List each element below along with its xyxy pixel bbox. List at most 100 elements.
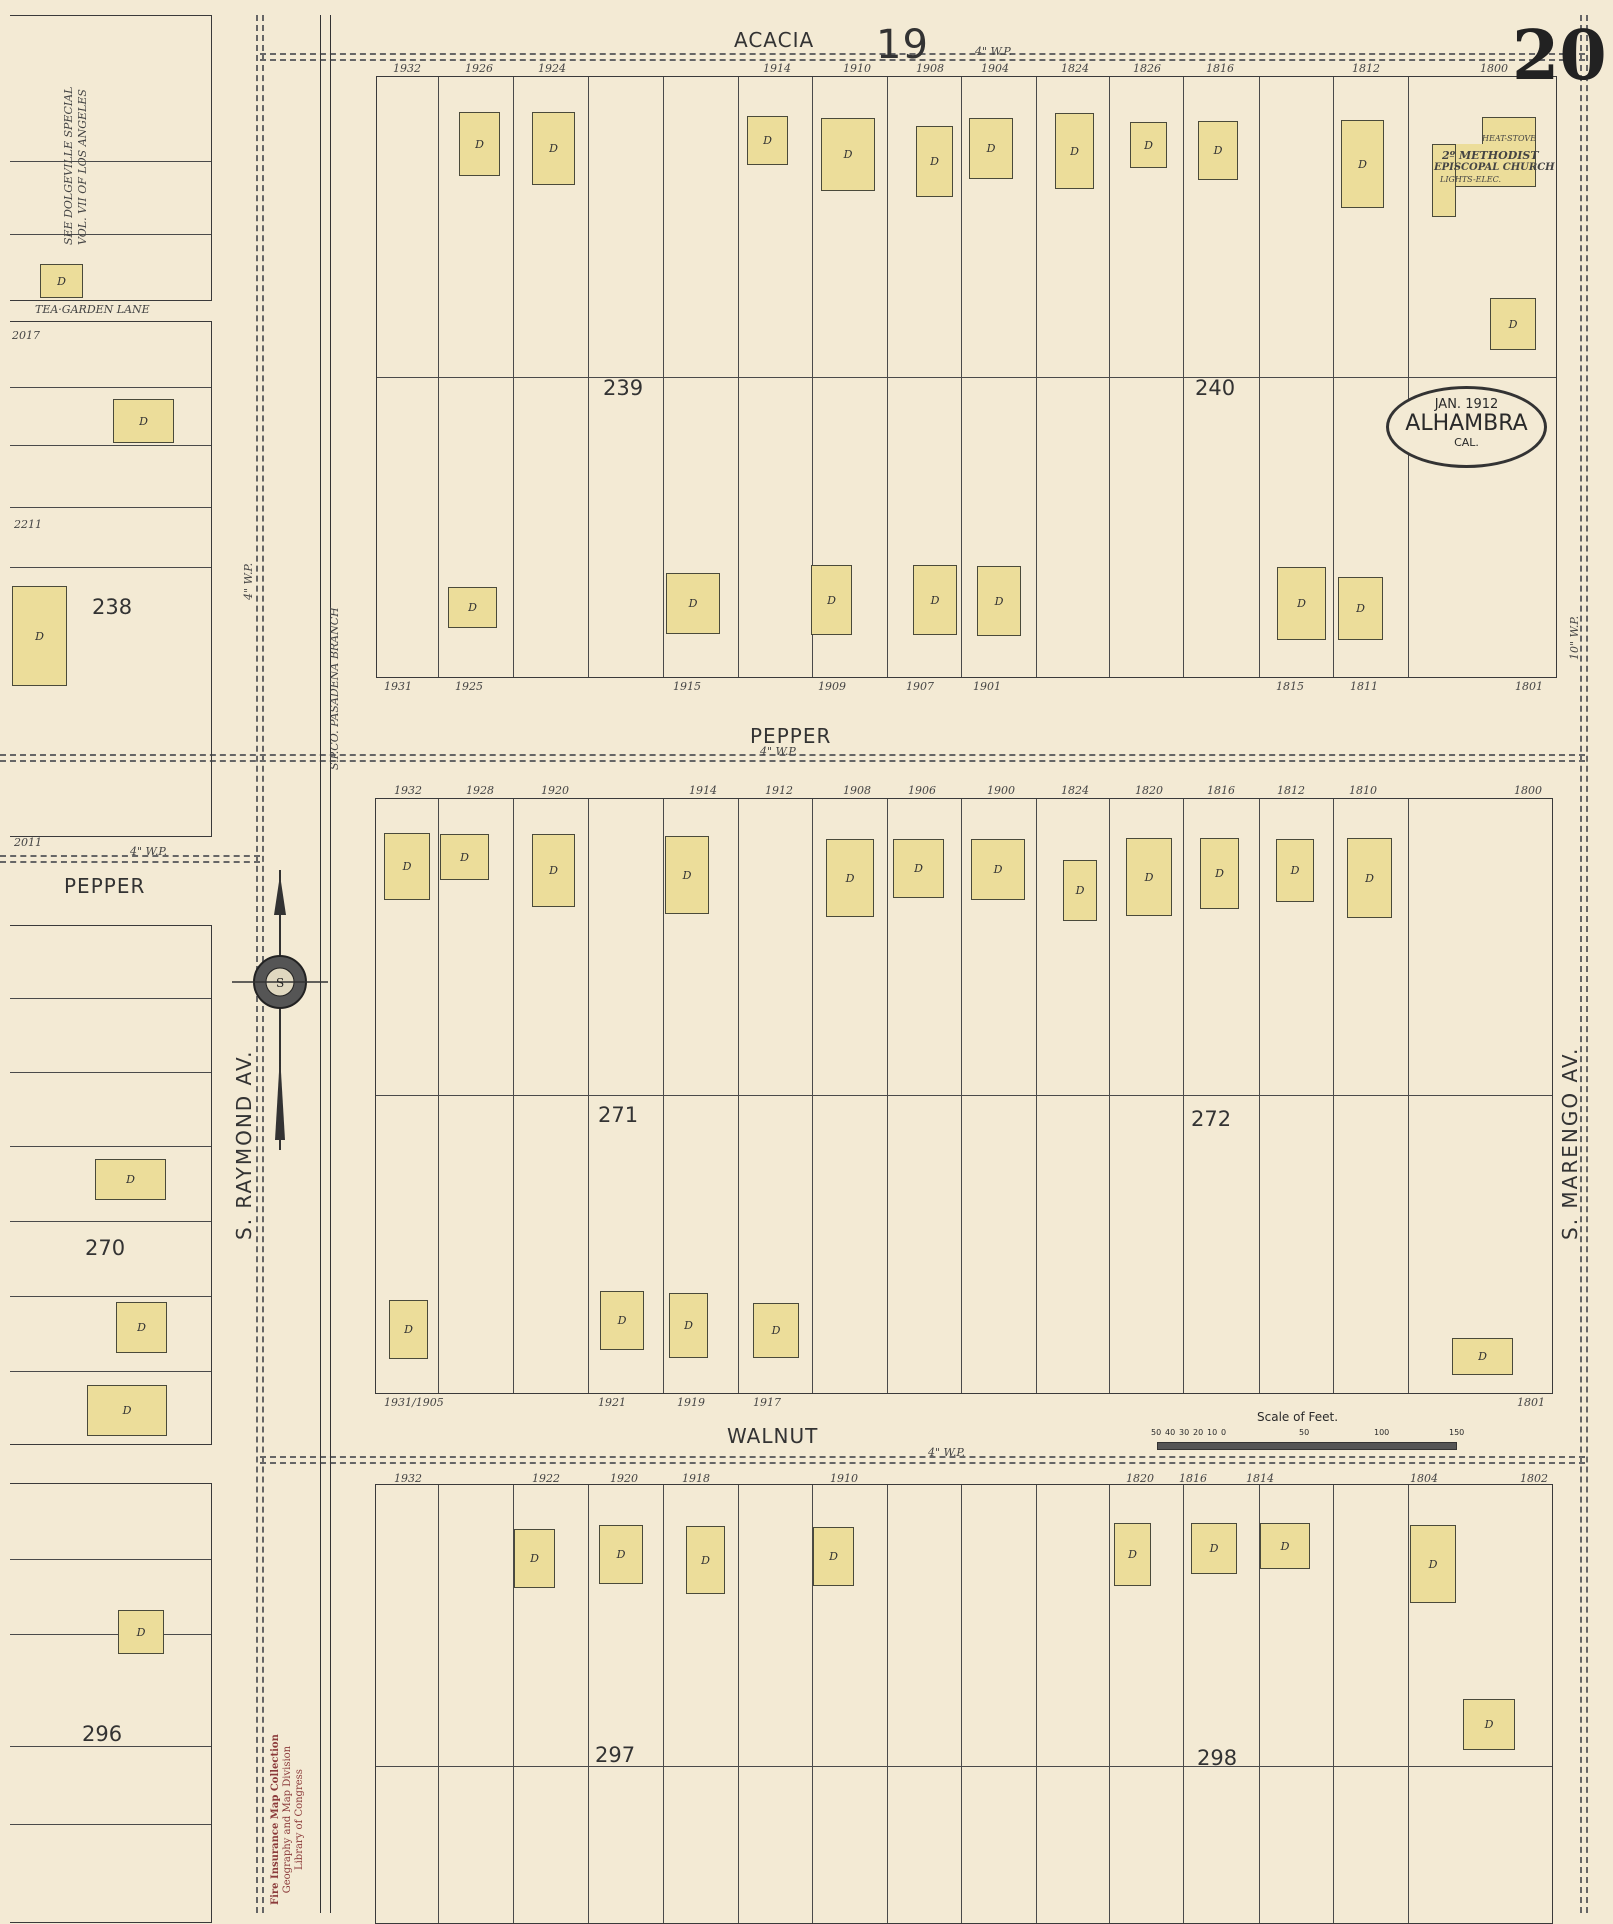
water-pipe-label-walnut: 4" W.P. [928,1446,966,1459]
scale-tick: 50 [1151,1428,1162,1437]
pepper-street-label: PEPPER [750,724,832,748]
lot-line [377,377,1556,378]
dwelling: D [1490,298,1536,350]
pepper-left-street-label: PEPPER [64,874,146,898]
house-number: 1802 [1520,1472,1548,1485]
sheet-number: 20 [1512,16,1607,96]
house-number: 1931 [384,680,412,693]
dwelling: D [1130,122,1167,168]
house-number: 1824 [1061,784,1089,797]
lot-line [1108,799,1110,1393]
house-number: 1912 [765,784,793,797]
house-number: 1932 [394,784,422,797]
cartouche: JAN. 1912 ALHAMBRA CAL. [1386,386,1547,468]
water-pipe-label-pepper: 4" W.P. [760,745,798,758]
dwelling: D [1277,567,1326,640]
house-number: 1816 [1207,784,1235,797]
house-number: 1931/1905 [384,1396,444,1409]
scale-tick: 10 [1207,1428,1218,1437]
dwelling: D [686,1526,725,1594]
house-number: 1816 [1179,1472,1207,1485]
lot-line [737,799,739,1393]
scale-tick: 0 [1221,1428,1227,1437]
dwelling: D [1063,860,1097,921]
scale-tick: 30 [1179,1428,1190,1437]
lot-line [513,799,515,1393]
dwelling: D [669,1293,708,1358]
dwelling: D [116,1302,167,1353]
dolgeville-note-2: VOL. VII OF LOS ANGELES [76,89,89,245]
dwelling: D [1338,577,1383,640]
dwelling: D [95,1159,166,1200]
dwelling: D [1126,838,1172,916]
pepper-water-pipe [0,754,1585,762]
scale-tick: 50 [1299,1428,1310,1437]
dwelling: D [666,573,720,634]
dwelling: D [916,126,953,197]
house-number: 1800 [1514,784,1542,797]
lot-line [437,799,439,1393]
dwelling: D [971,839,1025,900]
dwelling: D [532,112,575,185]
house-number: 1932 [393,62,421,75]
dwelling: D [384,833,430,900]
scale-title: Scale of Feet. [1257,1410,1339,1424]
lot-line [1407,1485,1409,1923]
lot-line [587,799,589,1393]
house-number: 1908 [916,62,944,75]
house-number: 1826 [1133,62,1161,75]
water-pipe-label: 4" W.P. [975,45,1013,58]
house-number: 1801 [1515,680,1543,693]
house-number: 1824 [1061,62,1089,75]
dwelling: D [1114,1523,1151,1586]
block-number-238: 238 [92,595,133,619]
lot-line [961,1485,963,1923]
block-239-240 [376,76,1557,678]
house-number: 1801 [1517,1396,1545,1409]
block-238 [10,321,212,837]
block-number-271: 271 [598,1103,639,1127]
house-number: 2017 [12,329,40,342]
block-number-240: 240 [1195,376,1236,400]
lot-line [587,1485,589,1923]
church-name-1: 2º METHODIST [1442,149,1539,162]
tea-garden-lane-label: TEA·GARDEN LANE [35,303,150,316]
lot-line [1333,799,1335,1393]
dwelling: D [893,839,944,898]
adjacent-sheet-number: 19 [876,22,929,68]
pepper-left-water-pipe [0,855,260,863]
marengo-avenue-label: S. MARENGO AV. [1558,1046,1582,1240]
dwelling: D [12,586,67,686]
block-number-297: 297 [595,1743,636,1767]
block-number-272: 272 [1191,1107,1232,1131]
lot-line [1035,1485,1037,1923]
house-number: 1924 [538,62,566,75]
dwelling: D [665,836,709,914]
dwelling: D [1452,1338,1513,1375]
cartouche-city: ALHAMBRA [1405,411,1528,436]
lot-line [1183,1485,1185,1923]
dwelling: D [969,118,1013,179]
dwelling: D [1260,1523,1310,1569]
house-number: 1906 [908,784,936,797]
lot-line [663,799,665,1393]
lot-line [376,1095,1552,1096]
dwelling: D [532,834,575,907]
house-number: 1816 [1206,62,1234,75]
dwelling: D [813,1527,854,1586]
water-pipe-label-left: 4" W.P. [130,845,168,858]
stamp-line-2: Geography and Map Division [282,1745,293,1894]
dwelling: D [599,1525,643,1584]
house-number: 1914 [689,784,717,797]
lot-line [1333,1485,1335,1923]
house-number: 1901 [973,680,1001,693]
scale-tick: 150 [1449,1428,1465,1437]
dwelling: D [1198,121,1238,180]
house-number: 1904 [981,62,1009,75]
house-number: 2011 [14,836,42,849]
acacia-water-pipe [260,53,1585,61]
house-number: 1918 [682,1472,710,1485]
dwelling: D [459,112,500,176]
house-number: 1812 [1352,62,1380,75]
house-number: 1815 [1276,680,1304,693]
